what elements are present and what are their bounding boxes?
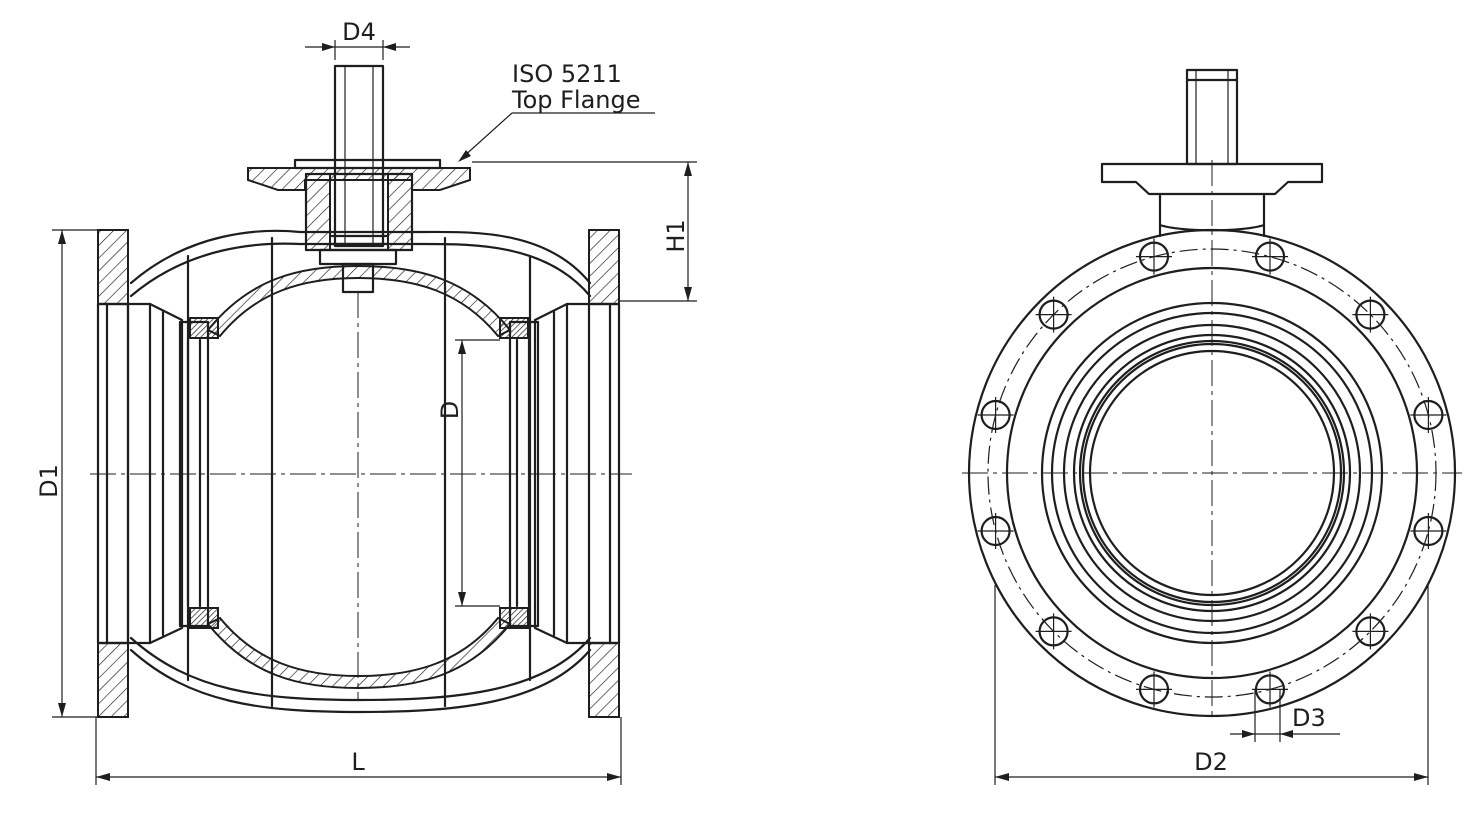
seat-rings (178, 317, 540, 629)
stem-and-top-flange (247, 64, 471, 294)
label-d2: D2 (1194, 748, 1228, 776)
side-center-lines (90, 292, 632, 700)
label-d: D (436, 401, 464, 419)
label-d4: D4 (342, 18, 376, 46)
label-iso-5211: ISO 5211 (512, 60, 622, 88)
iso-top-flange-callout: ISO 5211 Top Flange (458, 60, 655, 162)
dimension-h1: H1 (472, 161, 697, 302)
dimension-d3: D3 (1230, 690, 1340, 742)
dimension-d1: D1 (35, 229, 98, 718)
dimension-d2: D2 (994, 585, 1429, 785)
left-end-flange (96, 229, 184, 718)
end-view: D3 D2 (962, 68, 1462, 785)
label-d3: D3 (1292, 704, 1326, 732)
dimension-l: L (95, 717, 622, 785)
dimension-d4: D4 (305, 18, 410, 60)
label-top-flange: Top Flange (511, 86, 641, 114)
label-d1: D1 (35, 464, 63, 498)
end-center-lines (962, 160, 1462, 720)
ball (206, 264, 512, 690)
side-section-view: D4 ISO 5211 Top Flange H1 D (35, 18, 697, 785)
dimension-d: D (436, 339, 500, 607)
bolt-holes (977, 238, 1447, 708)
label-h1: H1 (662, 219, 690, 252)
label-l: L (351, 748, 365, 776)
